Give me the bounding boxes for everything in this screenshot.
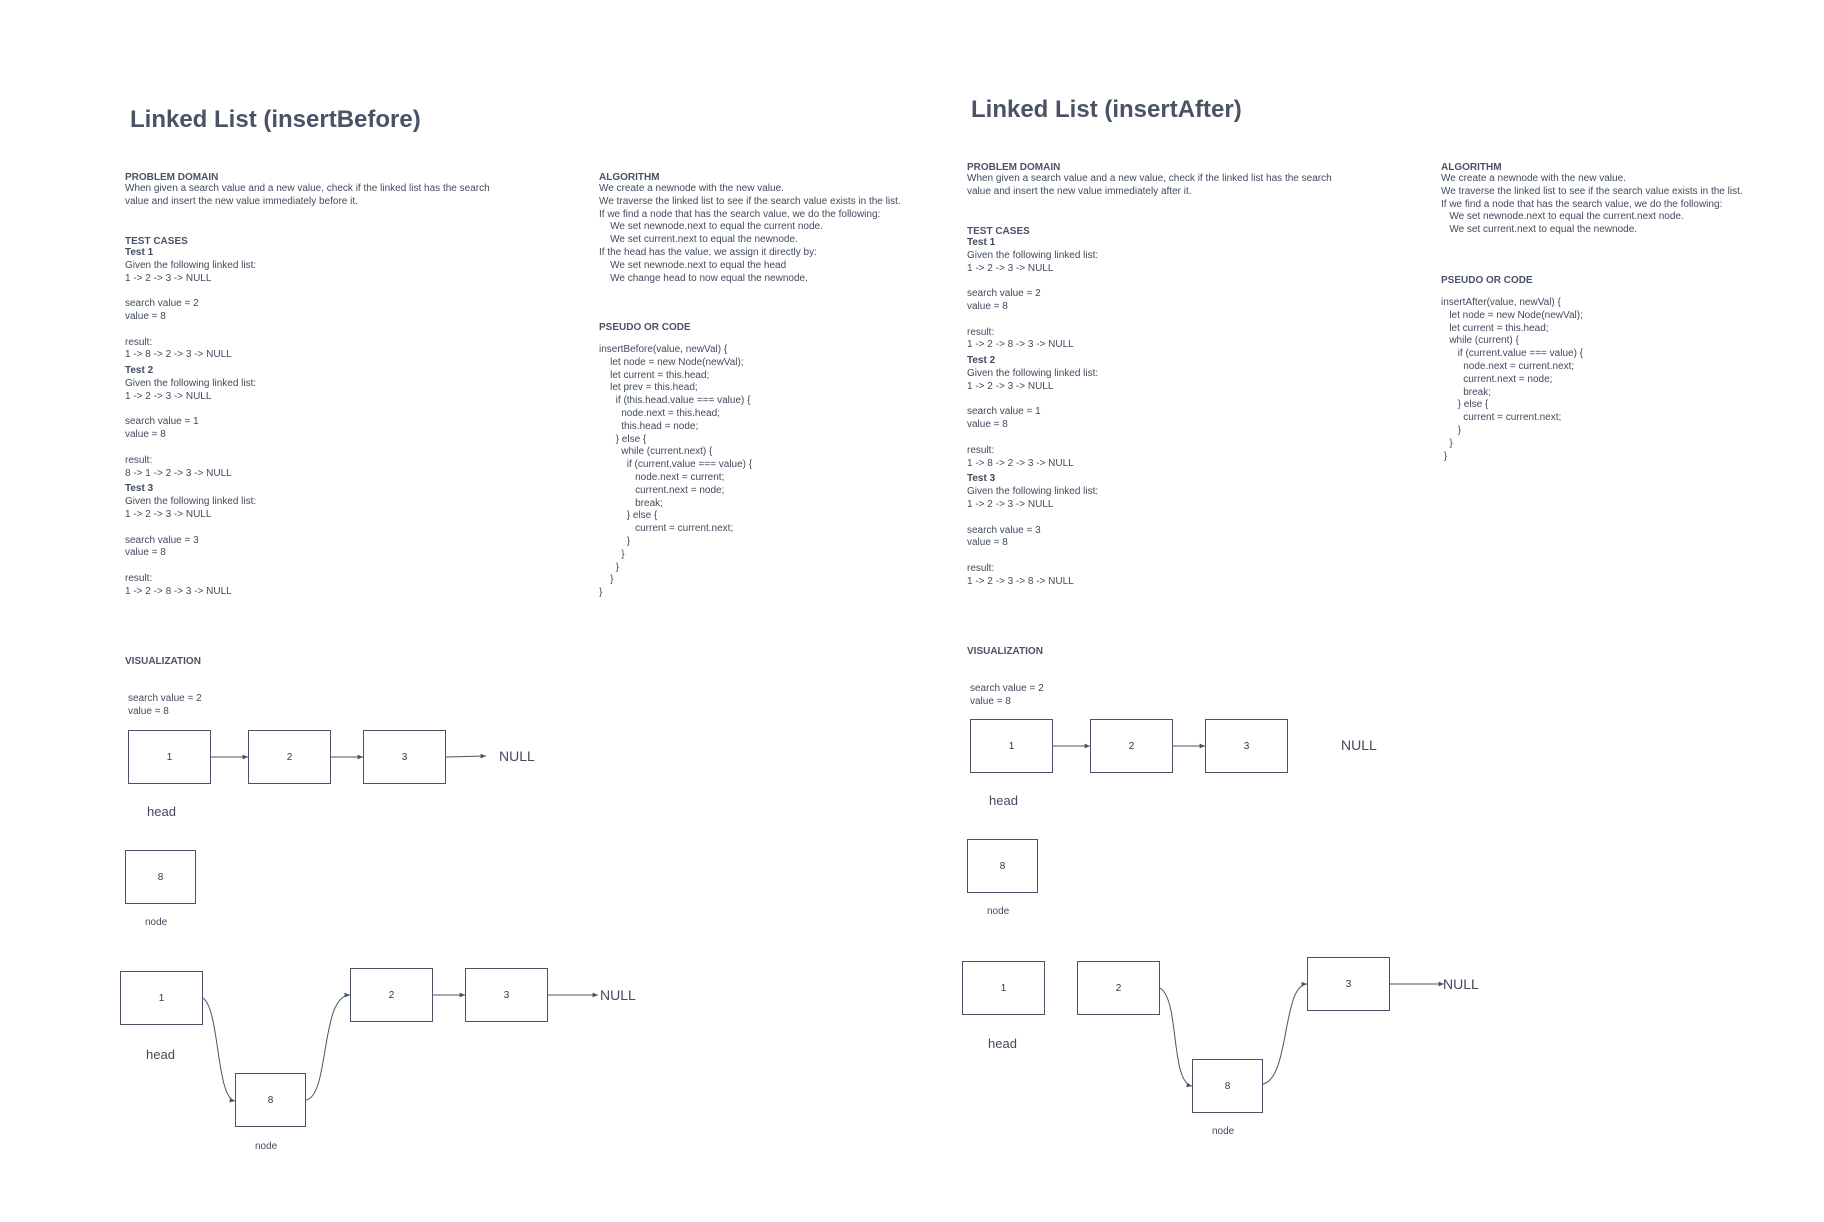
test-name: Test 2 (125, 365, 154, 377)
list-node: 3 (1205, 719, 1288, 773)
test-name: Test 3 (125, 483, 154, 495)
test-result: result: 1 -> 2 -> 8 -> 3 -> NULL (967, 326, 1074, 351)
test-given: Given the following linked list: 1 -> 2 … (967, 486, 1099, 510)
board-title-insert-before: Linked List (insertBefore) (130, 106, 421, 133)
arrow (305, 992, 351, 1101)
test-name: Test 1 (967, 237, 996, 248)
list-node: 1 (962, 961, 1045, 1015)
test-cases-section: TEST CASES Test 1 Given the following li… (125, 236, 425, 599)
head-label: head (988, 1036, 1017, 1051)
list-node: 2 (248, 730, 331, 784)
board-title-insert-after: Linked List (insertAfter) (971, 96, 1242, 123)
new-node: 8 (967, 839, 1038, 893)
test-input: search value = 2 value = 8 (967, 288, 1041, 312)
test-given: Given the following linked list: 1 -> 2 … (967, 367, 1099, 392)
test-case: Test 1 Given the following linked list: … (125, 247, 425, 362)
section-heading: TEST CASES (125, 236, 188, 247)
test-input: search value = 3 value = 8 (125, 534, 199, 559)
visualization-heading: VISUALIZATION (125, 656, 201, 667)
node-label: node (987, 906, 1010, 917)
test-input: search value = 1 value = 8 (967, 406, 1041, 431)
algorithm-text: We create a newnode with the new value. … (599, 183, 901, 284)
problem-text: When given a search value and a new valu… (967, 173, 1332, 197)
test-given: Given the following linked list: 1 -> 2 … (125, 377, 257, 402)
test-input: search value = 1 value = 8 (125, 416, 199, 441)
inserted-node: 8 (235, 1073, 306, 1127)
visualization-params: search value = 2 value = 8 (128, 693, 202, 717)
test-cases-section: TEST CASES Test 1 Given the following li… (967, 226, 1267, 589)
test-result: result: 1 -> 8 -> 2 -> 3 -> NULL (125, 336, 232, 361)
algorithm-section: ALGORITHM We create a newnode with the n… (599, 172, 929, 285)
test-name: Test 3 (967, 473, 996, 485)
list-node: 2 (1077, 961, 1160, 1015)
list-node: 1 (970, 719, 1053, 773)
test-name: Test 2 (967, 355, 996, 367)
test-result: result: 1 -> 2 -> 8 -> 3 -> NULL (125, 572, 232, 597)
list-node: 2 (350, 968, 433, 1022)
list-node: 3 (363, 730, 446, 784)
pseudo-code-section: PSEUDO OR CODE insertBefore(value, newVa… (599, 322, 929, 600)
head-label: head (989, 793, 1018, 808)
null-label: NULL (1341, 737, 1377, 753)
section-heading: PROBLEM DOMAIN (967, 162, 1061, 173)
section-heading: ALGORITHM (599, 172, 660, 183)
section-heading: PSEUDO OR CODE (599, 322, 691, 333)
null-label: NULL (499, 748, 535, 764)
test-input: search value = 3 value = 8 (967, 524, 1041, 549)
code-block: insertAfter(value, newVal) { let node = … (1441, 297, 1584, 462)
test-given: Given the following linked list: 1 -> 2 … (125, 496, 257, 520)
arrow (202, 997, 236, 1103)
visualization-params: search value = 2 value = 8 (970, 683, 1044, 707)
list-node: 3 (465, 968, 548, 1022)
test-case: Test 2 Given the following linked list: … (125, 365, 425, 480)
arrow (1159, 987, 1193, 1088)
test-input: search value = 2 value = 8 (125, 298, 199, 322)
section-heading: ALGORITHM (1441, 162, 1502, 173)
test-given: Given the following linked list: 1 -> 2 … (967, 249, 1099, 274)
test-case: Test 3 Given the following linked list: … (967, 473, 1267, 588)
test-result: result: 1 -> 8 -> 2 -> 3 -> NULL (967, 444, 1074, 469)
node-label: node (255, 1141, 278, 1152)
arrow (445, 753, 487, 759)
arrow (1262, 981, 1308, 1085)
test-case: Test 1 Given the following linked list: … (967, 237, 1267, 352)
list-node: 1 (120, 971, 203, 1025)
pseudo-code-section: PSEUDO OR CODE insertAfter(value, newVal… (1441, 275, 1771, 463)
code-block: insertBefore(value, newVal) { let node =… (599, 344, 753, 599)
test-given: Given the following linked list: 1 -> 2 … (125, 259, 257, 284)
section-heading: PSEUDO OR CODE (1441, 275, 1533, 286)
node-label: node (1212, 1126, 1235, 1137)
head-label: head (146, 1047, 175, 1062)
test-result: result: 1 -> 2 -> 3 -> 8 -> NULL (967, 562, 1074, 587)
problem-text: When given a search value and a new valu… (125, 183, 490, 207)
test-case: Test 2 Given the following linked list: … (967, 355, 1267, 470)
list-node: 3 (1307, 957, 1390, 1011)
algorithm-text: We create a newnode with the new value. … (1441, 173, 1743, 236)
problem-domain-section: PROBLEM DOMAIN When given a search value… (967, 162, 1397, 199)
visualization-heading: VISUALIZATION (967, 646, 1043, 657)
list-node: 1 (128, 730, 211, 784)
problem-domain-section: PROBLEM DOMAIN When given a search value… (125, 172, 555, 209)
list-node: 2 (1090, 719, 1173, 773)
algorithm-section: ALGORITHM We create a newnode with the n… (1441, 162, 1771, 237)
inserted-node: 8 (1192, 1059, 1263, 1113)
test-case: Test 3 Given the following linked list: … (125, 483, 425, 598)
section-heading: TEST CASES (967, 226, 1030, 237)
test-name: Test 1 (125, 247, 154, 258)
null-label: NULL (600, 987, 636, 1003)
section-heading: PROBLEM DOMAIN (125, 172, 219, 183)
node-label: node (145, 917, 168, 928)
head-label: head (147, 804, 176, 819)
test-result: result: 8 -> 1 -> 2 -> 3 -> NULL (125, 454, 232, 479)
new-node: 8 (125, 850, 196, 904)
null-label: NULL (1443, 976, 1479, 992)
